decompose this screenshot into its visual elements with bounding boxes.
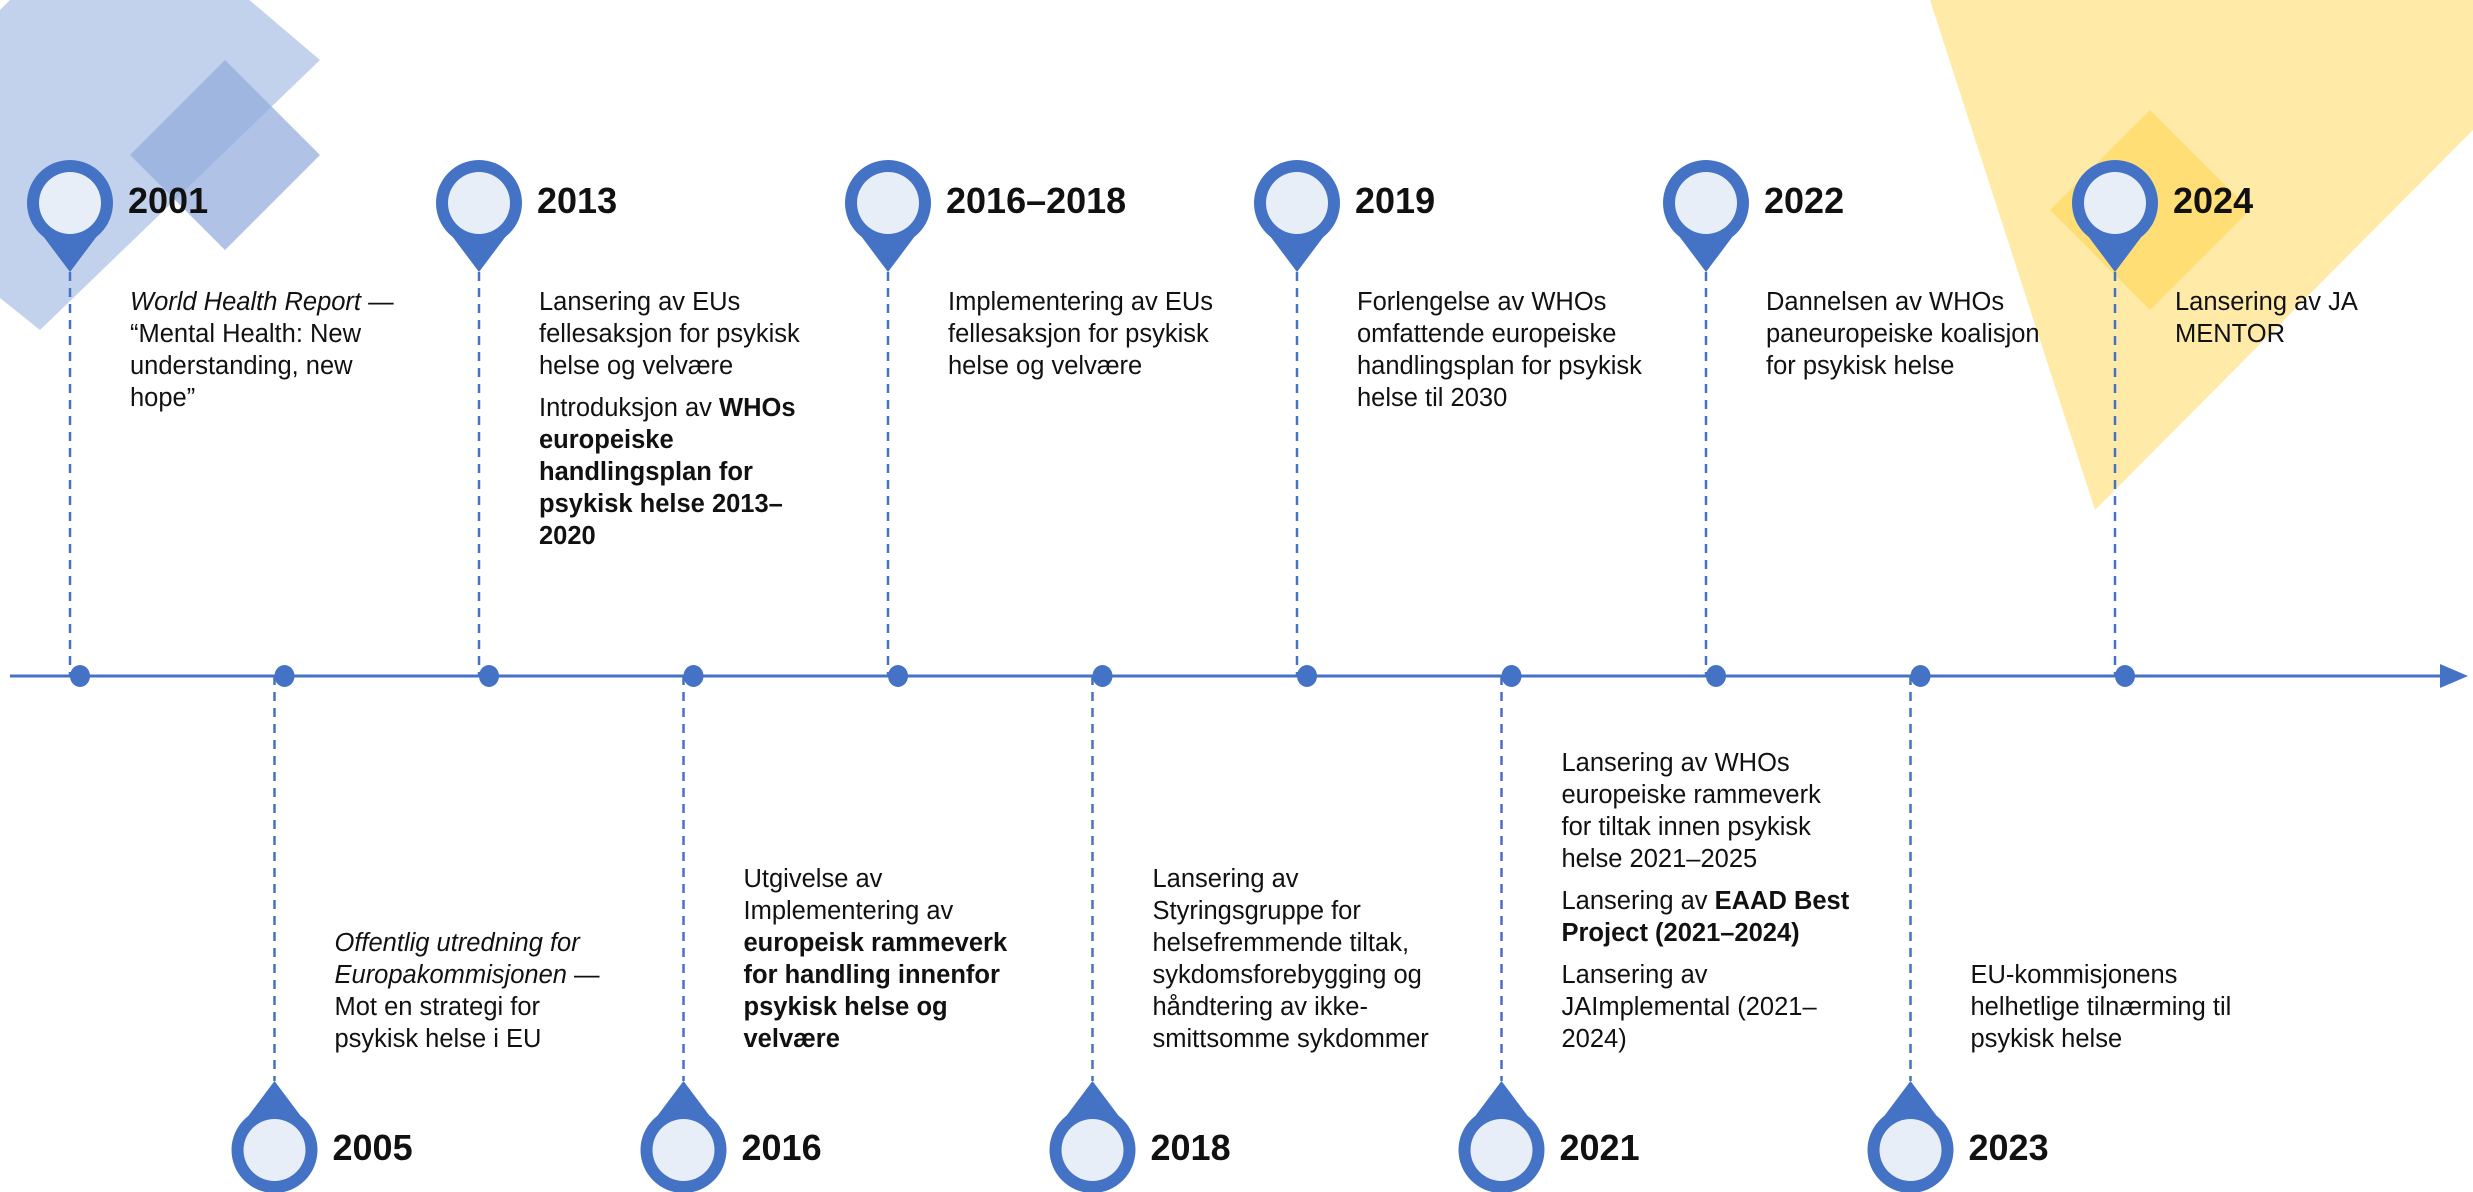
event-text: Lansering av Styringsgruppe for helsefre… [1152,865,1429,1053]
event-year-2016-2018: 2016–2018 [946,180,1127,221]
event-description-2024: Lansering av JA MENTOR [2175,286,2465,360]
event-paragraph: Lansering av EUs fellesaksjon for psykis… [539,286,829,382]
event-text: Lansering av JAImplemental (2021–2024) [1561,961,1817,1053]
pin-marker-inner-2016-2018 [857,172,919,234]
pin-marker-inner-2021 [1470,1119,1533,1181]
event-text: Introduksjon av [539,394,720,422]
event-text: Implementering av EUs fellesaksjon for p… [948,288,1214,380]
event-text: Lansering av WHOs europeiske rammeverk f… [1561,749,1821,873]
event-paragraph: Dannelsen av WHOs paneuropeiske koalisjo… [1766,286,2056,382]
event-paragraph: Implementering av EUs fellesaksjon for p… [948,286,1238,382]
event-text: Utgivelse av Implementering av [743,865,954,925]
event-year-2023: 2023 [1968,1127,2049,1168]
event-text: Dannelsen av WHOs paneuropeiske koalisjo… [1766,288,2040,380]
event-paragraph: Lansering av Styringsgruppe for helsefre… [1153,863,1443,1055]
event-description-2023: EU-kommisjonens helhetlige tilnærming ti… [1971,959,2261,1065]
highlighted-text: EAAD Best Project (2021–2024) [1561,887,1850,947]
event-paragraph: Forlengelse av WHOs omfattende europeisk… [1357,286,1647,414]
event-paragraph: Lansering av JAImplemental (2021–2024) [1562,959,1852,1055]
event-description-2019: Forlengelse av WHOs omfattende europeisk… [1357,286,1647,424]
timeline-dot-2024 [2115,665,2135,687]
event-text: Lansering av [1561,887,1715,915]
event-year-2019: 2019 [1355,180,1436,221]
event-text: Lansering av EUs fellesaksjon for psykis… [539,288,800,380]
event-paragraph: Offentlig utredning for Europakommisjone… [335,927,625,1055]
event-paragraph: Lansering av EAAD Best Project (2021–202… [1562,885,1852,949]
timeline-dot-2021 [1501,665,1522,687]
event-paragraph: Lansering av JA MENTOR [2175,286,2465,350]
italic-text: Offentlig utredning for Europakommisjone… [334,929,580,989]
event-year-2013: 2013 [537,180,618,221]
timeline-dot-2023 [1910,665,1931,687]
event-description-2001: World Health Report — “Mental Health: Ne… [130,286,420,424]
italic-text: World Health Report [130,288,362,316]
pin-marker-inner-2019 [1266,172,1328,234]
pin-marker-inner-2013 [448,172,510,234]
decorative-blue-square-small [130,60,320,250]
event-text: Forlengelse av WHOs omfattende europeisk… [1357,288,1642,412]
timeline-dot-2022 [1706,665,1726,687]
timeline-dot-2001 [70,665,90,687]
timeline-dot-2018 [1092,665,1113,687]
event-year-2001: 2001 [128,180,209,221]
event-year-2005: 2005 [332,1127,413,1168]
event-description-2022: Dannelsen av WHOs paneuropeiske koalisjo… [1766,286,2056,392]
timeline-dot-2013 [479,665,499,687]
event-description-2021: Lansering av WHOs europeiske rammeverk f… [1562,747,1852,1065]
event-paragraph: Introduksjon av WHOs europeiske handling… [539,392,829,552]
event-description-2018: Lansering av Styringsgruppe for helsefre… [1153,863,1443,1065]
event-year-2018: 2018 [1150,1127,1231,1168]
timeline-dot-2005 [274,665,295,687]
event-paragraph: World Health Report — “Mental Health: Ne… [130,286,420,414]
timeline-dot-2016 [683,665,704,687]
event-year-2022: 2022 [1764,180,1845,221]
highlighted-text: europeisk rammeverk for handling innenfo… [743,929,1008,1053]
pin-marker-inner-2001 [39,172,101,234]
event-text: — Mot en strategi for psykisk helse i EU [334,961,600,1053]
event-year-2024: 2024 [2173,180,2254,221]
event-paragraph: Utgivelse av Implementering av europeisk… [744,863,1034,1055]
pin-marker-inner-2024 [2084,172,2146,234]
event-description-2013: Lansering av EUs fellesaksjon for psykis… [539,286,829,562]
event-year-2021: 2021 [1559,1127,1640,1168]
event-text: EU-kommisjonens helhetlige tilnærming ti… [1970,961,2232,1053]
timeline-dot-2016-2018 [888,665,908,687]
event-paragraph: Lansering av WHOs europeiske rammeverk f… [1562,747,1852,875]
pin-marker-inner-2022 [1675,172,1737,234]
event-description-2016-2018: Implementering av EUs fellesaksjon for p… [948,286,1238,392]
timeline-arrowhead [2440,664,2468,688]
timeline-dot-2019 [1297,665,1317,687]
pin-marker-inner-2018 [1061,1119,1124,1181]
highlighted-text: WHOs europeiske handlingsplan for psykis… [539,394,796,550]
event-paragraph: EU-kommisjonens helhetlige tilnærming ti… [1971,959,2261,1055]
pin-marker-inner-2016 [652,1119,715,1181]
event-description-2005: Offentlig utredning for Europakommisjone… [335,927,625,1065]
event-text: Lansering av JA MENTOR [2175,288,2357,348]
pin-marker-inner-2005 [243,1119,306,1181]
pin-marker-inner-2023 [1879,1119,1942,1181]
event-description-2016: Utgivelse av Implementering av europeisk… [744,863,1034,1065]
event-text: — “Mental Health: New understanding, new… [130,288,394,412]
event-year-2016: 2016 [741,1127,822,1168]
